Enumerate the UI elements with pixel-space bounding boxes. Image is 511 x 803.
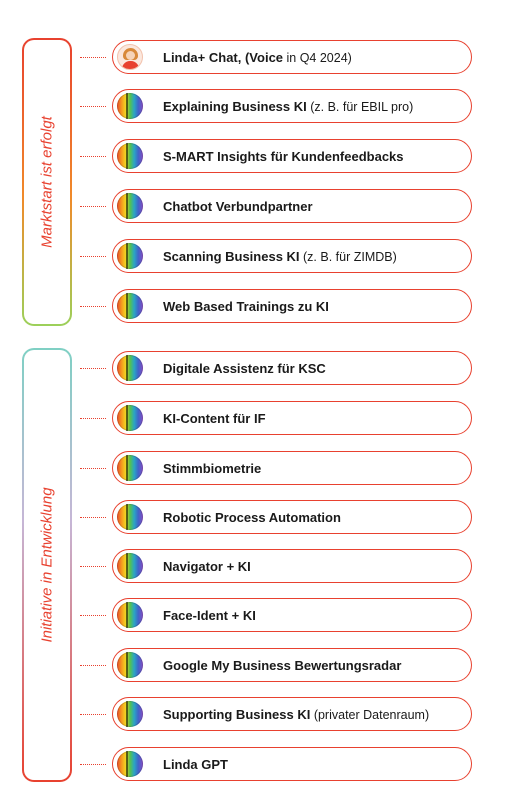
initiative-label: Linda GPT <box>163 757 228 772</box>
initiative-note: in Q4 2024) <box>283 50 352 65</box>
connector-dots <box>80 517 106 518</box>
initiative-label: Supporting Business KI (privater Datenra… <box>163 707 429 722</box>
initiative-item: Robotic Process Automation <box>112 500 472 534</box>
group-bracket-launched: Marktstart ist erfolgt <box>22 38 72 326</box>
rainbow-logo-icon <box>117 553 143 579</box>
initiative-item: Face-Ident + KI <box>112 598 472 632</box>
initiative-note: (z. B. für ZIMDB) <box>299 249 397 264</box>
initiative-title: Explaining Business KI <box>163 98 307 114</box>
connector-dots <box>80 256 106 257</box>
initiative-item: Linda+ Chat, (Voice in Q4 2024) <box>112 40 472 74</box>
rainbow-logo-icon <box>117 143 143 169</box>
rainbow-logo-icon <box>117 193 143 219</box>
initiative-item: S-MART Insights für Kundenfeedbacks <box>112 139 472 173</box>
connector-dots <box>80 468 106 469</box>
initiative-label: Explaining Business KI (z. B. für EBIL p… <box>163 99 413 114</box>
connector-dots <box>80 106 106 107</box>
initiative-label: Face-Ident + KI <box>163 608 256 623</box>
connector-dots <box>80 57 106 58</box>
group-bracket-in-development: Initiative in Entwicklung <box>22 348 72 782</box>
initiative-item: Explaining Business KI (z. B. für EBIL p… <box>112 89 472 123</box>
connector-dots <box>80 764 106 765</box>
rainbow-logo-icon <box>117 355 143 381</box>
initiative-item: Linda GPT <box>112 747 472 781</box>
initiative-item: KI-Content für IF <box>112 401 472 435</box>
initiative-title: Chatbot Verbundpartner <box>163 198 313 214</box>
connector-dots <box>80 206 106 207</box>
initiative-note: (z. B. für EBIL pro) <box>306 99 414 114</box>
connector-dots <box>80 665 106 666</box>
initiative-item: Digitale Assistenz für KSC <box>112 351 472 385</box>
connector-dots <box>80 615 106 616</box>
initiative-title: Face-Ident + KI <box>163 607 256 623</box>
initiative-label: Robotic Process Automation <box>163 510 341 525</box>
rainbow-logo-icon <box>117 652 143 678</box>
initiative-title: Navigator + KI <box>163 558 251 574</box>
group-label-in-development: Initiative in Entwicklung <box>38 487 56 643</box>
initiative-label: S-MART Insights für Kundenfeedbacks <box>163 149 404 164</box>
connector-dots <box>80 306 106 307</box>
initiative-title: KI-Content für IF <box>163 410 266 426</box>
initiative-label: Digitale Assistenz für KSC <box>163 361 326 376</box>
initiative-title: Linda+ Chat, (Voice <box>163 49 284 65</box>
connector-dots <box>80 418 106 419</box>
initiative-label: Navigator + KI <box>163 559 251 574</box>
initiative-item: Stimmbiometrie <box>112 451 472 485</box>
rainbow-logo-icon <box>117 293 143 319</box>
initiative-note: (privater Datenraum) <box>310 707 430 722</box>
initiative-title: Stimmbiometrie <box>163 460 262 476</box>
initiative-item: Supporting Business KI (privater Datenra… <box>112 697 472 731</box>
initiative-title: Linda GPT <box>163 756 228 772</box>
initiative-title: S-MART Insights für Kundenfeedbacks <box>163 148 404 164</box>
rainbow-logo-icon <box>117 93 143 119</box>
initiative-title: Robotic Process Automation <box>163 509 341 525</box>
initiative-item: Google My Business Bewertungsradar <box>112 648 472 682</box>
initiative-label: Linda+ Chat, (Voice in Q4 2024) <box>163 50 352 65</box>
initiative-label: Chatbot Verbundpartner <box>163 199 313 214</box>
connector-dots <box>80 368 106 369</box>
initiative-title: Web Based Trainings zu KI <box>163 298 329 314</box>
rainbow-logo-icon <box>117 243 143 269</box>
rainbow-logo-icon <box>117 701 143 727</box>
rainbow-logo-icon <box>117 602 143 628</box>
initiative-title: Supporting Business KI <box>163 706 311 722</box>
initiative-item: Chatbot Verbundpartner <box>112 189 472 223</box>
rainbow-logo-icon <box>117 504 143 530</box>
initiative-item: Navigator + KI <box>112 549 472 583</box>
group-label-launched: Marktstart ist erfolgt <box>38 116 56 248</box>
initiative-title: Digitale Assistenz für KSC <box>163 360 326 376</box>
initiative-title: Google My Business Bewertungsradar <box>163 657 402 673</box>
initiative-label: Google My Business Bewertungsradar <box>163 658 401 673</box>
initiative-label: Scanning Business KI (z. B. für ZIMDB) <box>163 249 397 264</box>
initiative-title: Scanning Business KI <box>163 248 300 264</box>
rainbow-logo-icon <box>117 751 143 777</box>
avatar-icon <box>117 44 143 70</box>
initiative-label: Web Based Trainings zu KI <box>163 299 329 314</box>
rainbow-logo-icon <box>117 405 143 431</box>
connector-dots <box>80 156 106 157</box>
rainbow-logo-icon <box>117 455 143 481</box>
connector-dots <box>80 566 106 567</box>
initiative-item: Web Based Trainings zu KI <box>112 289 472 323</box>
initiative-label: KI-Content für IF <box>163 411 266 426</box>
connector-dots <box>80 714 106 715</box>
initiative-label: Stimmbiometrie <box>163 461 261 476</box>
initiative-item: Scanning Business KI (z. B. für ZIMDB) <box>112 239 472 273</box>
